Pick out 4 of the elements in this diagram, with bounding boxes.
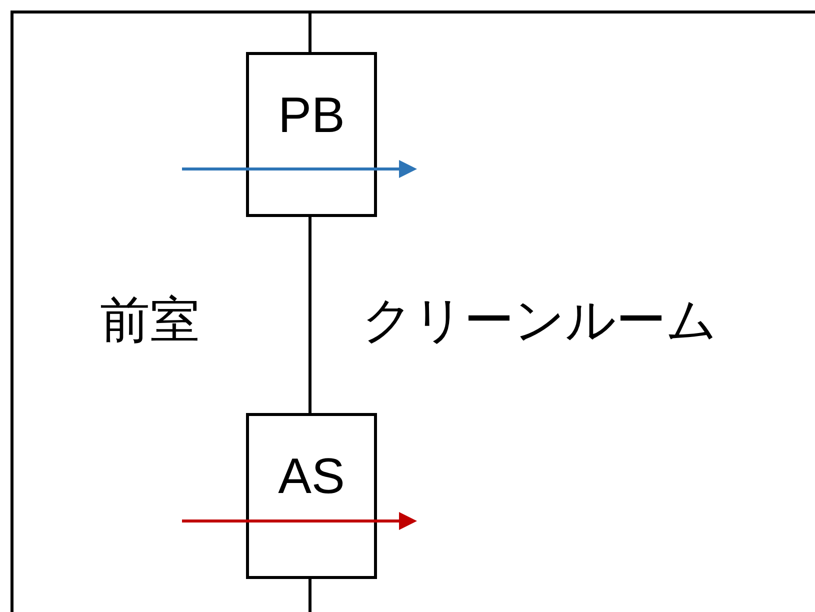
room-label: クリーンルーム: [362, 290, 717, 350]
room-label: 前室: [100, 290, 200, 350]
door-box: AS: [246, 413, 377, 579]
door-box: PB: [246, 52, 377, 217]
